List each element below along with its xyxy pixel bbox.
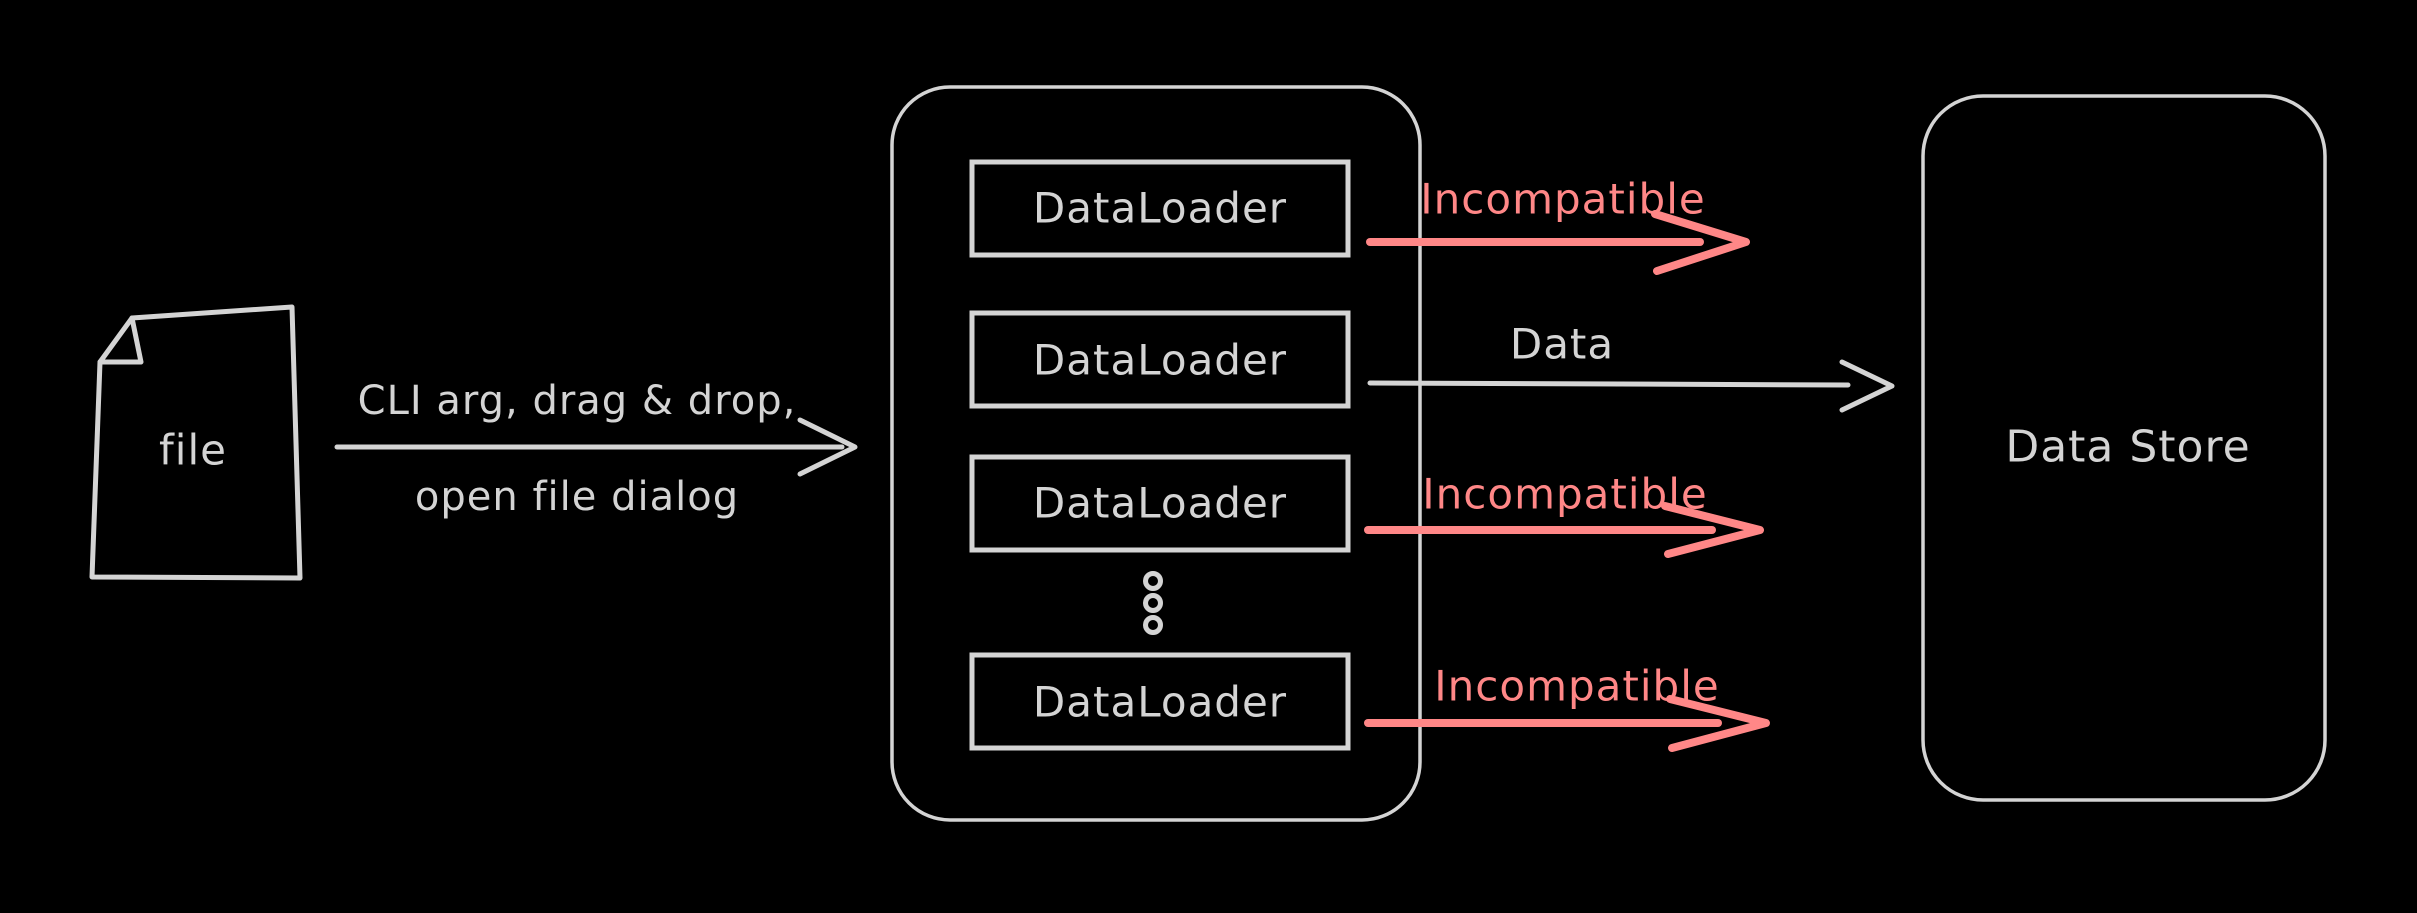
ellipsis-dots-icon (1143, 571, 1163, 635)
flow-arrow-data (1367, 359, 1895, 413)
flow-arrow-incompatible-3 (1364, 695, 1770, 752)
loader-container-shape (890, 85, 1422, 822)
loader-box-label: DataLoader (1032, 478, 1288, 528)
flow-label-incompatible-1: Incompatible (1420, 174, 1706, 224)
flow-arrow-incompatible-1 (1366, 210, 1750, 275)
loader-box-label: DataLoader (1032, 335, 1288, 385)
loader-box-label: DataLoader (1032, 183, 1288, 233)
ingest-arrow (334, 417, 858, 477)
ingest-arrow-label-top: CLI arg, drag & drop, (357, 378, 797, 424)
loader-box-label: DataLoader (1032, 677, 1288, 727)
flow-label-data: Data (1509, 319, 1615, 369)
file-node-label: file (159, 425, 227, 475)
data-store-label: Data Store (2005, 421, 2251, 473)
loader-box (969, 454, 1351, 553)
loader-box (969, 159, 1351, 258)
data-store-shape (1921, 94, 2327, 802)
flow-label-incompatible-3: Incompatible (1434, 661, 1720, 711)
file-document-icon (89, 304, 303, 581)
ingest-arrow-label-bottom: open file dialog (414, 474, 740, 520)
loader-box (969, 310, 1351, 409)
flow-label-incompatible-2: Incompatible (1422, 469, 1708, 519)
flow-arrow-incompatible-2 (1364, 502, 1764, 558)
loader-box (969, 652, 1351, 751)
